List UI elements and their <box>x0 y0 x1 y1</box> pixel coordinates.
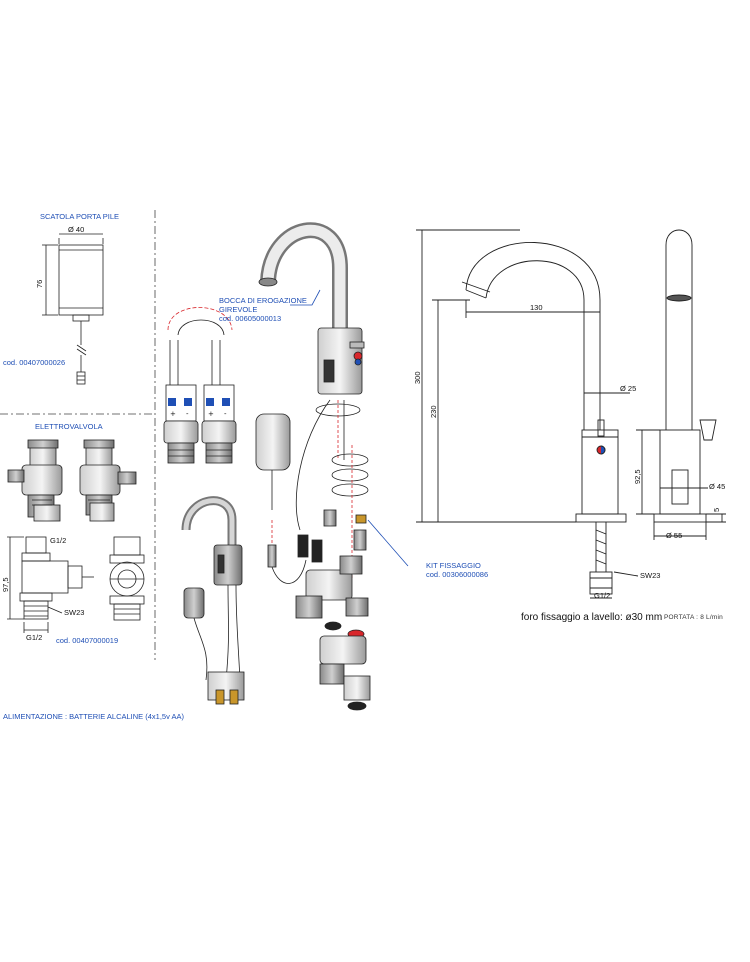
battery-box-title: SCATOLA PORTA PILE <box>40 212 120 221</box>
solenoid-side-view <box>109 536 145 621</box>
leader-lines <box>290 289 409 567</box>
solenoid-front-view <box>7 536 94 633</box>
section-dividers <box>0 210 156 660</box>
solenoid-code: cod. 00407000019 <box>56 636 119 645</box>
body-height-dim: 92,5 <box>633 469 642 484</box>
battery-box-width-dim: Ø 40 <box>68 225 85 234</box>
battery-box-code: cod. 00407000026 <box>3 358 66 367</box>
reach-dim: 130 <box>530 303 543 312</box>
solenoid-title: ELETTROVALVOLA <box>35 422 103 431</box>
fixing-kit-title: KIT FISSAGGIO <box>426 561 481 570</box>
battery-box-height-dim: 76 <box>35 279 44 288</box>
svg-text:+: + <box>208 410 214 418</box>
body-diameter-dim: Ø 45 <box>709 482 726 491</box>
side-elevation <box>636 229 726 540</box>
solenoid-g-bottom-dim: G1/2 <box>26 633 43 642</box>
total-height-dim: 300 <box>413 371 422 384</box>
spout-title-line1: BOCCA DI EROGAZIONE <box>219 296 307 305</box>
wiring-detail: + - + - <box>163 307 237 464</box>
flow-rate-note: PORTATA : 8 L/min <box>664 614 723 621</box>
connector-g-dim: G1/2 <box>594 591 611 600</box>
solenoid-iso-right <box>79 439 137 522</box>
solenoid-height-dim: 97,5 <box>1 577 10 592</box>
exploded-view <box>255 222 371 711</box>
spout-title-line2: GIREVOLE <box>219 305 258 314</box>
spout-diameter-dim: Ø 25 <box>620 384 637 393</box>
svg-text:-: - <box>224 410 227 418</box>
solenoid-g-top-dim: G1/2 <box>50 536 67 545</box>
front-elevation <box>416 229 639 599</box>
solenoid-sw-dim: SW23 <box>64 608 85 617</box>
svg-text:+: + <box>170 410 176 418</box>
base-thickness-dim: 5 <box>712 507 721 512</box>
power-supply-note: ALIMENTAZIONE : BATTERIE ALCALINE (4x1,5… <box>3 712 185 721</box>
svg-text:-: - <box>186 410 189 418</box>
sink-hole-note: foro fissaggio a lavello: ø30 mm <box>521 612 663 623</box>
battery-box-drawing <box>42 233 104 385</box>
spout-height-dim: 230 <box>429 405 438 418</box>
spout-code: cod. 00605000013 <box>219 314 282 323</box>
solenoid-iso-left <box>7 439 63 522</box>
assembled-faucet-iso <box>181 496 245 705</box>
base-diameter-dim: Ø 55 <box>666 531 683 540</box>
fixing-kit-code: cod. 00306000086 <box>426 570 489 579</box>
connector-sw-dim: SW23 <box>640 571 661 580</box>
